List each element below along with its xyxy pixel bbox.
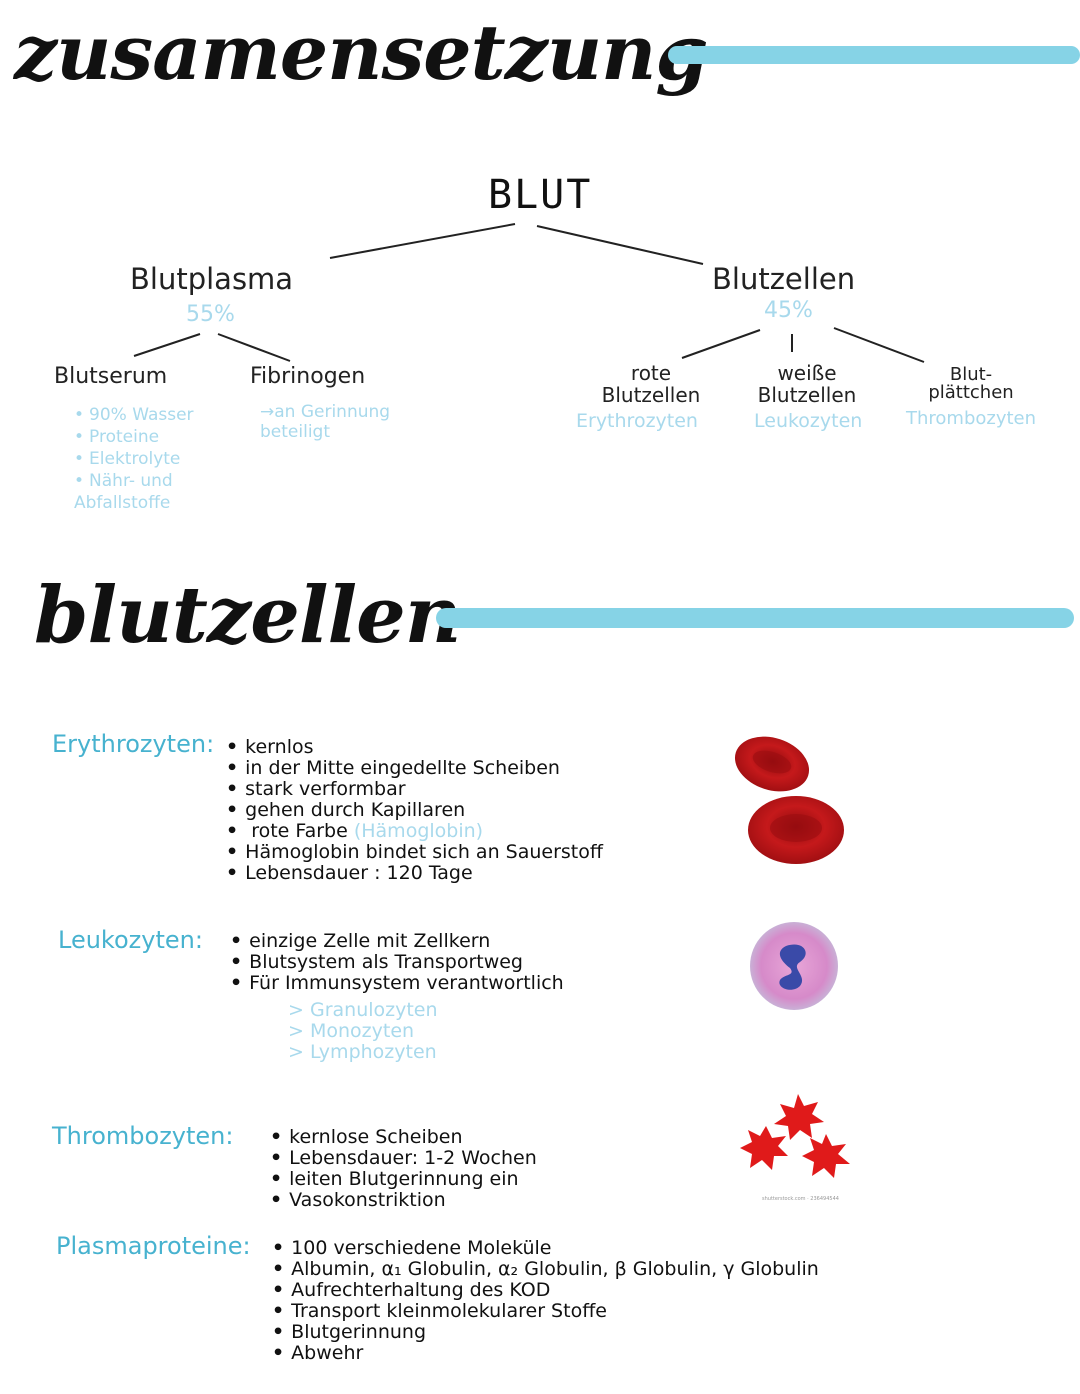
- node-blutzellen: Blutzellen: [712, 262, 856, 296]
- list-item: Elektrolyte: [74, 448, 224, 470]
- list-item: Aufrechterhaltung des KOD: [272, 1280, 912, 1301]
- erythrozyten-facts: kernlos in der Mitte eingedellte Scheibe…: [226, 737, 686, 884]
- list-item: kernlose Scheiben: [270, 1127, 690, 1148]
- list-item: einzige Zelle mit Zellkern: [230, 931, 690, 952]
- white-blood-cell-illustration: [750, 922, 838, 1010]
- node-blutserum: Blutserum: [54, 364, 168, 389]
- title-accent-bar: [668, 46, 1080, 64]
- list-item: Lebensdauer : 120 Tage: [226, 863, 686, 884]
- list-item: leiten Blutgerinnung ein: [270, 1169, 690, 1190]
- label-plasmaproteine: Plasmaproteine:: [56, 1232, 251, 1260]
- label-thrombozyten: Thrombozyten:: [52, 1122, 234, 1150]
- red-blood-cell-illustration: [734, 736, 844, 864]
- list-item: stark verformbar: [226, 779, 686, 800]
- list-item: 100 verschiedene Moleküle: [272, 1238, 912, 1259]
- platelets-illustration: [740, 1094, 850, 1178]
- list-item: Abwehr: [272, 1343, 912, 1364]
- fibrinogen-note: →an Gerinnung beteiligt: [260, 402, 391, 442]
- title-accent-bar: [436, 608, 1074, 628]
- section-title-zusammensetzung: zusamensetzung: [14, 8, 709, 97]
- list-item: Blutgerinnung: [272, 1322, 912, 1343]
- list-item: Für Immunsystem verantwortlich: [230, 973, 690, 994]
- list-item: Hämoglobin bindet sich an Sauerstoff: [226, 842, 686, 863]
- node-rote-blutzellen: rote Blutzellen: [601, 361, 701, 407]
- node-blutplasma: Blutplasma: [130, 262, 294, 296]
- label-erythrozyten: Erythrozyten:: [52, 730, 215, 758]
- list-item: Albumin, α₁ Globulin, α₂ Globulin, β Glo…: [272, 1259, 912, 1280]
- label-leukozyten: Leukozyten:: [58, 926, 203, 954]
- blutserum-components-list: 90% Wasser Proteine Elektrolyte Nähr- un…: [74, 404, 224, 514]
- platelet: [802, 1134, 850, 1178]
- plasmaproteine-facts: 100 verschiedene Moleküle Albumin, α₁ Gl…: [272, 1238, 912, 1364]
- list-item: Blutsystem als Transportweg: [230, 952, 690, 973]
- node-fibrinogen: Fibrinogen: [250, 364, 366, 389]
- list-item: Transport kleinmolekularer Stoffe: [272, 1301, 912, 1322]
- platelet: [774, 1094, 824, 1140]
- term-leukozyten: Leukozyten: [754, 410, 863, 432]
- leukozyten-subtypes: Granulozyten Monozyten Lymphozyten: [288, 1000, 438, 1063]
- section-title-blutzellen: blutzellen: [34, 570, 461, 661]
- color-note: (Hämoglobin): [353, 820, 484, 842]
- list-item: kernlos: [226, 737, 686, 758]
- list-item: Lebensdauer: 1-2 Wochen: [270, 1148, 690, 1169]
- list-item: Monozyten: [288, 1021, 438, 1042]
- root-node-blut: BLUT: [488, 172, 593, 218]
- list-item: 90% Wasser: [74, 404, 224, 426]
- nucleus: [779, 944, 806, 990]
- blutplasma-percent: 55%: [186, 302, 235, 327]
- list-item: Granulozyten: [288, 1000, 438, 1021]
- list-item: Proteine: [74, 426, 224, 448]
- term-thrombozyten: Thrombozyten: [906, 408, 1037, 429]
- list-item: in der Mitte eingedellte Scheiben: [226, 758, 686, 779]
- term-erythrozyten: Erythrozyten: [576, 410, 698, 432]
- blutzellen-percent: 45%: [764, 298, 813, 323]
- image-credit: shutterstock.com · 236494544: [762, 1196, 839, 1202]
- platelet: [740, 1126, 788, 1170]
- list-item: Vasokonstriktion: [270, 1190, 690, 1211]
- list-item: gehen durch Kapillaren: [226, 800, 686, 821]
- node-weisse-blutzellen: weiße Blutzellen: [757, 361, 857, 407]
- color-line: rote Farbe: [251, 820, 348, 842]
- thrombozyten-facts: kernlose Scheiben Lebensdauer: 1-2 Woche…: [270, 1127, 690, 1211]
- list-item: rote Farbe (Hämoglobin): [226, 821, 686, 842]
- list-item: Lymphozyten: [288, 1042, 438, 1063]
- node-blutplaettchen: Blut-plättchen: [928, 364, 1014, 403]
- list-item: Nähr- und Abfallstoffe: [74, 470, 224, 514]
- leukozyten-facts: einzige Zelle mit Zellkern Blutsystem al…: [230, 931, 690, 994]
